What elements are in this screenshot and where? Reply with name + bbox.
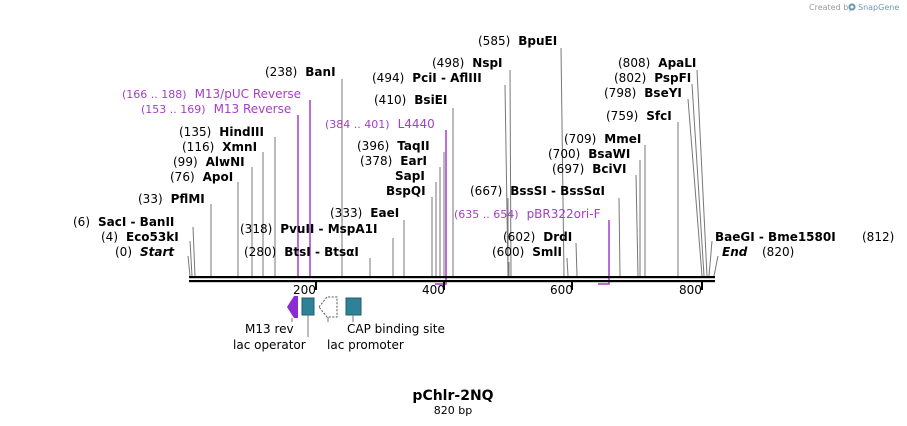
primer-labels: (166 .. 188)M13/pUC Reverse (153 .. 169)… — [122, 87, 601, 221]
ruler-label-200: 200 — [293, 283, 316, 297]
m13-rev-arrow-icon — [287, 296, 298, 318]
site-apoi: (76)ApoI — [170, 170, 233, 184]
site-bcivi: (697)BciVI — [552, 162, 626, 176]
feature-label-m13-rev: M13 rev — [245, 322, 294, 336]
feature-label-cap-binding-site: CAP binding site — [347, 322, 445, 336]
primer-l4440: (384 .. 401)L4440 — [325, 117, 435, 131]
primer-pbr322ori-f: (635 .. 654)pBR322ori-F — [454, 207, 601, 221]
site-apali: (808)ApaLI — [618, 56, 696, 70]
site-labels: (0)Start (4)Eco53kI (6)SacI - BanII (33)… — [73, 34, 894, 259]
site-pcii-afliii: (494)PciI - AflIII — [372, 71, 482, 85]
site-bsssi: (667)BssSI - BssSαI — [470, 184, 605, 198]
site-baegi-bme1580i: BaeGI - Bme1580I(812) — [715, 230, 894, 244]
ruler-label-400: 400 — [422, 283, 445, 297]
site-hindiii: (135)HindIII — [179, 125, 264, 139]
site-bseyi: (798)BseYI — [604, 86, 682, 100]
snapgene-logo-icon — [848, 3, 856, 11]
site-pspfi: (802)PspFI — [614, 71, 691, 85]
site-drdi: (602)DrdI — [503, 230, 572, 244]
feature-label-lac-operator: lac operator — [233, 338, 306, 352]
site-saci-banii: (6)SacI - BanII — [73, 215, 174, 229]
site-eaei: (333)EaeI — [330, 206, 399, 220]
site-eco53ki: (4)Eco53kI — [101, 230, 179, 244]
primer-m13-puc-reverse: (166 .. 188)M13/pUC Reverse — [122, 87, 301, 101]
site-bpuei: (585)BpuEI — [478, 34, 557, 48]
site-xmni: (116)XmnI — [182, 140, 257, 154]
site-bsiei: (410)BsiEI — [374, 93, 447, 107]
features: M13 rev lac operator lac promoter CAP bi… — [233, 296, 445, 352]
ruler: 200 400 600 800 — [293, 282, 703, 297]
primer-leaders — [297, 100, 610, 285]
brand-text: SnapGene — [858, 3, 899, 12]
site-btsi: (280)BtsI - BtsαI — [244, 245, 359, 259]
site-start: (0)Start — [115, 245, 175, 259]
site-nspi: (498)NspI — [432, 56, 503, 70]
ruler-label-600: 600 — [550, 283, 573, 297]
site-bani: (238)BanI — [265, 65, 336, 79]
plasmid-title: pChlr-2NQ 820 bp — [412, 388, 493, 417]
snapgene-credit: Created by SnapGene — [809, 3, 899, 12]
cap-binding-site-box — [345, 297, 362, 316]
site-bsawi: (700)BsaWI — [548, 147, 630, 161]
ruler-label-800: 800 — [679, 283, 702, 297]
primer-m13-reverse: (153 .. 169)M13 Reverse — [141, 102, 291, 116]
site-pflmi: (33)PflMI — [138, 192, 205, 206]
plasmid-name: pChlr-2NQ — [412, 388, 493, 404]
site-sfci: (759)SfcI — [606, 109, 672, 123]
site-alwni: (99)AlwNI — [173, 155, 245, 169]
site-end: End(820) — [722, 245, 794, 259]
site-eari: (378)EarI — [360, 154, 427, 168]
feature-label-lac-promoter: lac promoter — [327, 338, 404, 352]
site-leaders — [187, 47, 719, 277]
backbone — [189, 276, 715, 283]
lac-operator-box — [301, 297, 315, 316]
site-taqii: (396)TaqII — [357, 139, 430, 153]
site-mmei: (709)MmeI — [564, 132, 641, 146]
site-sapi: SapI — [395, 169, 425, 183]
plasmid-length: 820 bp — [434, 404, 472, 417]
lac-promoter-arrow-icon — [318, 296, 338, 318]
site-bspqi: BspQI — [386, 184, 426, 198]
site-smli: (600)SmlI — [492, 245, 562, 259]
credit-text: Created by — [809, 3, 853, 12]
site-pvuii: (318)PvuII - MspA1I — [240, 222, 378, 236]
